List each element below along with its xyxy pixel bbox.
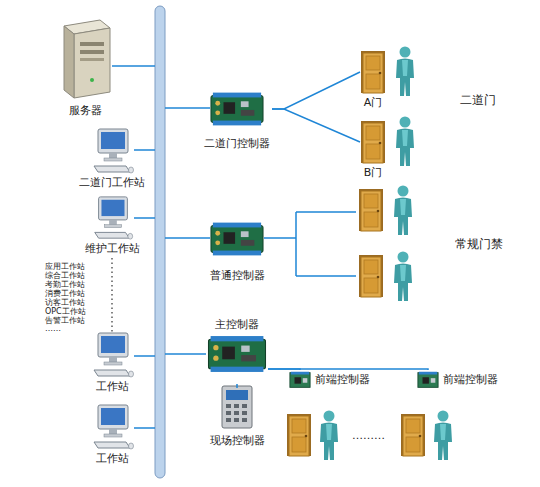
- note-text: 告警工作站: [45, 316, 85, 325]
- device-label: 前端控制器: [443, 370, 502, 390]
- device-node: 现场控制器: [208, 384, 267, 448]
- note-text: 消费工作站: [45, 289, 85, 298]
- device-label: A门: [360, 96, 386, 110]
- note-text: 应用工作站: [45, 262, 85, 271]
- connector-line: [236, 384, 238, 388]
- bus-bar: [155, 6, 165, 478]
- device-label: 前端控制器: [315, 370, 374, 390]
- device-node: 普通控制器: [208, 219, 267, 283]
- device-node: 工作站: [90, 330, 135, 394]
- device-label: 普通控制器: [208, 269, 267, 283]
- note-text: 访客工作站: [45, 298, 85, 307]
- server-icon: [64, 20, 110, 98]
- note-text: OPC工作站: [45, 307, 86, 316]
- keypad-icon: [222, 386, 252, 428]
- device-node: 主控制器: [206, 318, 268, 388]
- device-node: B门: [360, 120, 386, 180]
- note-text: 考勤工作站: [45, 280, 85, 289]
- connector-line: [272, 72, 360, 109]
- device-node: A门: [360, 50, 386, 110]
- device-label: 维护工作站: [83, 242, 142, 256]
- dotted-line: [111, 258, 112, 332]
- device-label: 工作站: [90, 380, 135, 394]
- note-text: ……: [45, 324, 61, 333]
- device-label: B门: [360, 166, 386, 180]
- note-text: 综合工作站: [45, 271, 85, 280]
- device-label: 主控制器: [206, 318, 268, 332]
- group-label: 二道门: [460, 94, 496, 107]
- device-node: 工作站: [90, 402, 135, 466]
- device-node: 二道门控制器: [202, 89, 272, 151]
- device-node: 前端控制器: [417, 370, 502, 390]
- device-node: 维护工作站: [83, 194, 142, 256]
- group-label: 常规门禁: [455, 238, 503, 251]
- device-node: 前端控制器: [289, 370, 374, 390]
- connector-line: [268, 369, 428, 370]
- device-label: 二道门工作站: [77, 176, 147, 190]
- device-label: 现场控制器: [208, 434, 267, 448]
- device-node: 二道门工作站: [77, 126, 147, 190]
- device-label: 二道门控制器: [202, 137, 272, 151]
- connector-line: [272, 109, 360, 142]
- note-text: ………: [352, 430, 385, 442]
- device-label: 服务器: [60, 104, 110, 118]
- device-label: 工作站: [90, 452, 135, 466]
- device-node: 服务器: [60, 20, 110, 118]
